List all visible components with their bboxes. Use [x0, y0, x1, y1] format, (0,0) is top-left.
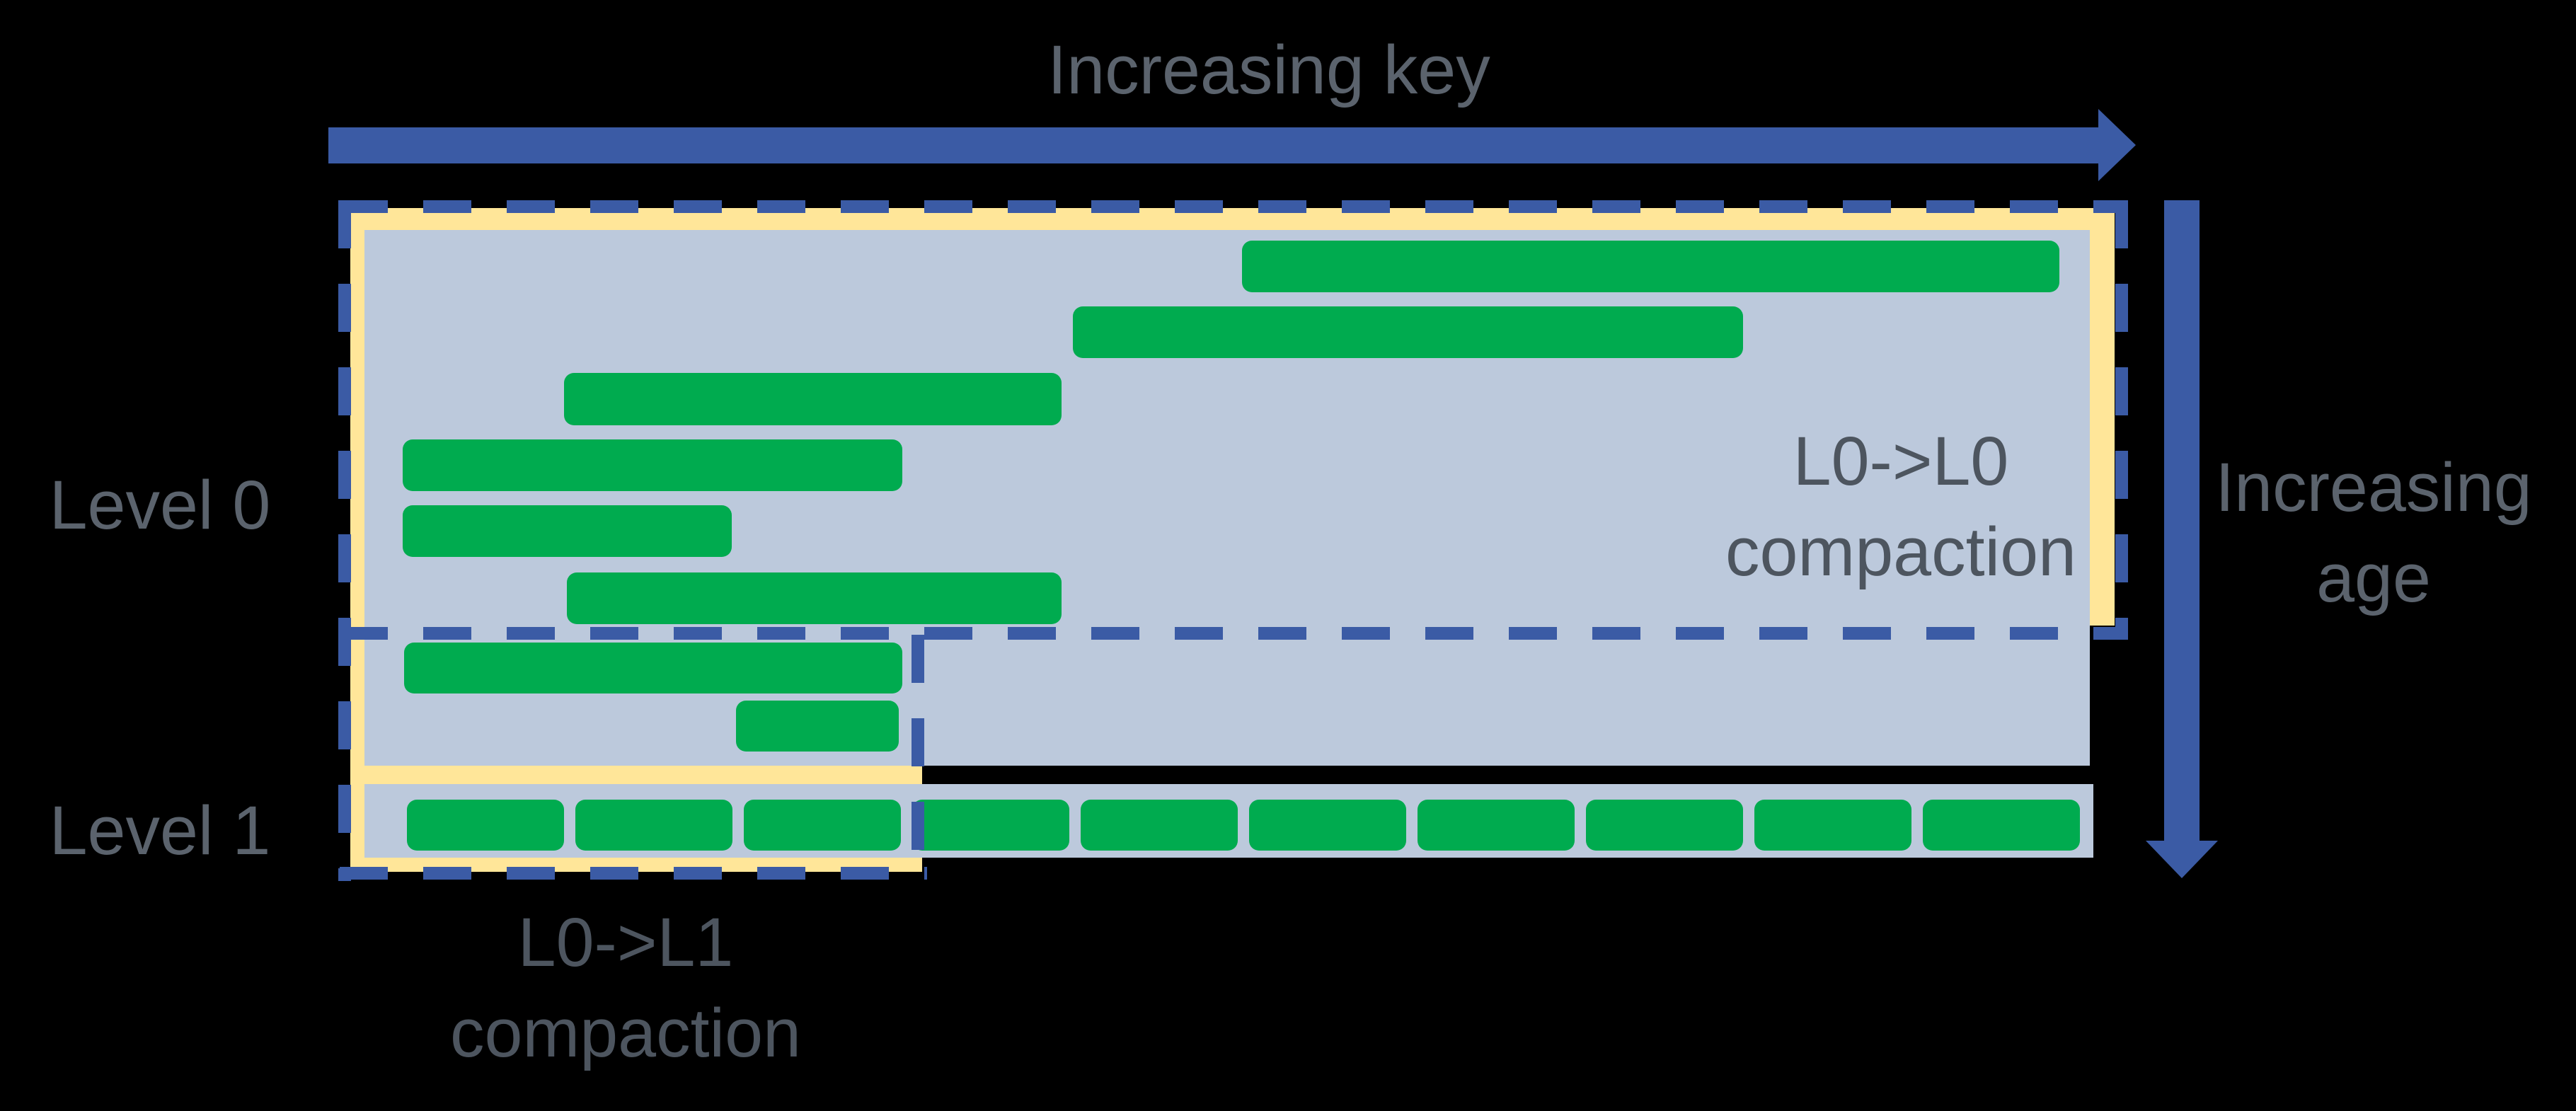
- sstable-tile: [912, 800, 1069, 851]
- sstable-bar: [1073, 306, 1743, 358]
- sstable-bar: [564, 373, 1062, 425]
- l0-l0-selection-border-bottom: [340, 627, 2128, 640]
- sstable-tile: [1754, 800, 1911, 851]
- sstable-bar: [403, 505, 732, 557]
- sstable-bar: [404, 643, 902, 693]
- sstable-bar: [403, 439, 902, 491]
- selection-border-left: [338, 200, 351, 881]
- right-arrow-icon: [2098, 109, 2136, 181]
- l0-l1-selection-border-right: [912, 635, 924, 880]
- age-axis-arrow: [2164, 200, 2200, 841]
- sstable-tile: [1923, 800, 2080, 851]
- l0-l0-selection-border-right: [2115, 200, 2128, 640]
- l0-l1-selection-border-bottom: [340, 867, 927, 880]
- sstable-tile: [1081, 800, 1238, 851]
- sstable-tile: [1418, 800, 1575, 851]
- level0-label: Level 0: [49, 466, 271, 543]
- l0-l0-selection-border-top: [340, 200, 2128, 213]
- increasing-key-label: Increasing key: [1047, 31, 1490, 108]
- sstable-bar: [736, 701, 899, 752]
- key-axis-arrow: [328, 127, 2098, 163]
- l0-l0-compaction-label: L0->L0 compaction: [1725, 422, 2077, 591]
- sstable-bar: [1242, 241, 2059, 292]
- sstable-tile: [744, 800, 901, 851]
- level1-label: Level 1: [49, 792, 271, 869]
- sstable-tile: [407, 800, 564, 851]
- l0-l1-compaction-label: L0->L1 compaction: [449, 904, 802, 1072]
- sstable-tile: [1586, 800, 1743, 851]
- sstable-bar: [567, 572, 1062, 624]
- down-arrow-icon: [2146, 841, 2218, 878]
- increasing-age-label: Increasing age: [2215, 449, 2532, 617]
- sstable-tile: [575, 800, 732, 851]
- sstable-tile: [1249, 800, 1406, 851]
